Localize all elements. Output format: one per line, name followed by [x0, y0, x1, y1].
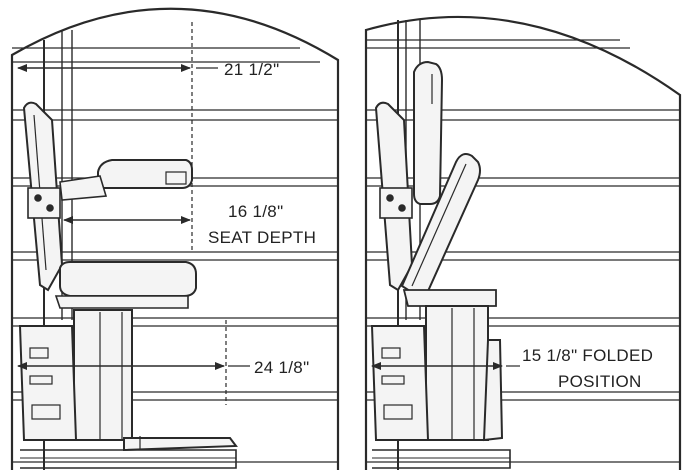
right-folded-armrest — [413, 60, 444, 205]
label-armrest-width: 21 1/2" — [224, 60, 279, 79]
right-panel-outline — [364, 15, 682, 470]
right-folded-footrest — [482, 339, 504, 442]
left-labels: 21 1/2" 16 1/8" SEAT DEPTH 24 1/8" — [208, 60, 316, 377]
label-folded-caption: POSITION — [558, 372, 642, 391]
left-footrest — [123, 437, 238, 452]
right-labels: 15 1/8" FOLDED POSITION — [522, 346, 653, 391]
right-panel-folded-chair — [364, 15, 682, 470]
left-carriage-column — [73, 309, 133, 441]
label-overall-depth: 24 1/8" — [254, 358, 309, 377]
right-motor-housing — [370, 325, 430, 441]
left-dimension-arrows — [17, 64, 250, 370]
left-seat-cushion — [59, 261, 197, 297]
left-panel-outline — [10, 7, 340, 470]
label-seat-depth-caption: SEAT DEPTH — [208, 228, 316, 247]
label-seat-depth-value: 16 1/8" — [228, 202, 283, 221]
right-carriage-column — [425, 305, 489, 441]
left-panel-unfolded-chair — [10, 7, 340, 470]
left-motor-housing — [18, 325, 78, 441]
label-folded-value: 15 1/8" FOLDED — [522, 346, 653, 365]
